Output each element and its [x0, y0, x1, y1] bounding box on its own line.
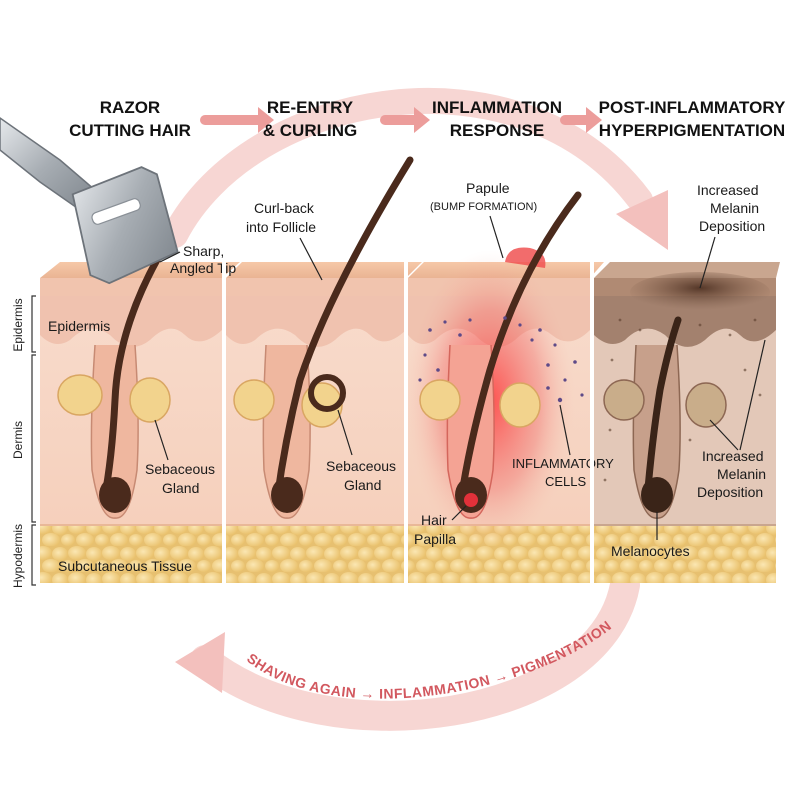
label-sebaceous-2-line2: Gland	[344, 477, 381, 493]
hair-shaft-1	[100, 254, 162, 504]
step-3-title-line2: RESPONSE	[450, 121, 544, 140]
follicle-1	[57, 254, 171, 519]
layer-label-epidermis: Epidermis	[11, 298, 25, 351]
step-2-title-line1: RE-ENTRY	[267, 98, 354, 117]
label-melanin-side-line3: Deposition	[697, 484, 763, 500]
cycle-arrow-bottom-head	[175, 632, 225, 693]
label-melanocytes: Melanocytes	[611, 543, 690, 559]
step-1-title-line2: CUTTING HAIR	[69, 121, 191, 140]
melanin-dots	[603, 318, 762, 482]
hair-shaft-4	[643, 316, 682, 504]
label-inflammatory-line1: INFLAMMATORY	[512, 456, 614, 471]
cycle-arrow-top	[162, 87, 653, 248]
skin-panel-2	[226, 262, 422, 583]
label-melanin-top-line2: Melanin	[710, 200, 759, 216]
step-2-title-line2: & CURLING	[263, 121, 357, 140]
label-epidermis: Epidermis	[48, 318, 110, 334]
skin-panel-1	[40, 262, 240, 583]
step-4-title-line2: HYPERPIGMENTATION	[599, 121, 785, 140]
layer-label-dermis: Dermis	[11, 421, 25, 459]
label-sebaceous-2-line1: Sebaceous	[326, 458, 396, 474]
hair-bulb-4	[641, 477, 673, 513]
label-subcutaneous: Subcutaneous Tissue	[58, 558, 192, 574]
hair-papilla	[464, 493, 478, 507]
hair-shaft-3	[457, 191, 582, 504]
label-melanin-side-line1: Increased	[702, 448, 763, 464]
label-melanin-top-line1: Increased	[697, 182, 758, 198]
step-1-title-line1: RAZOR	[100, 98, 160, 117]
label-sebaceous-1-line2: Gland	[162, 480, 199, 496]
label-curl-line1: Curl-back	[254, 200, 315, 216]
label-melanin-top-line3: Deposition	[699, 218, 765, 234]
layer-label-hypodermis: Hypodermis	[11, 524, 25, 588]
skin-panel-4	[594, 262, 780, 583]
label-sebaceous-1-line1: Sebaceous	[145, 461, 215, 477]
hair-bulb-2	[271, 477, 303, 513]
label-curl-line2: into Follicle	[246, 219, 316, 235]
label-hair-papilla-line1: Hair	[421, 512, 447, 528]
label-hair-papilla-line2: Papilla	[414, 531, 456, 547]
step-3-title-line1: INFLAMMATION	[432, 98, 562, 117]
follicle-2	[233, 156, 414, 519]
label-melanin-side-line2: Melanin	[717, 466, 766, 482]
step-4-title-line1: POST-INFLAMMATORY	[599, 98, 786, 117]
label-sharp-tip-line1: Sharp,	[183, 243, 224, 259]
step-arrow-3-head	[586, 107, 602, 133]
label-inflammatory-line2: CELLS	[545, 474, 587, 489]
label-papule: Papule	[466, 180, 510, 196]
razor-icon	[0, 117, 179, 285]
hair-curl	[308, 374, 346, 412]
hair-shaft-2	[273, 156, 414, 504]
label-bump-formation: (BUMP FORMATION)	[430, 201, 537, 213]
step-arrow-1-head	[258, 107, 274, 133]
follicle-3	[419, 191, 582, 519]
inflammatory-cells	[418, 316, 584, 403]
label-sharp-tip-line2: Angled Tip	[170, 260, 236, 276]
skin-panel-3	[405, 250, 604, 583]
cycle-arrow-top-head	[616, 190, 668, 250]
step-arrow-2-head	[414, 107, 430, 133]
cycle-arrow-bottom	[190, 570, 640, 731]
follicle-4	[603, 316, 727, 519]
layer-brackets	[31, 295, 36, 586]
hair-bulb-1	[99, 477, 131, 513]
